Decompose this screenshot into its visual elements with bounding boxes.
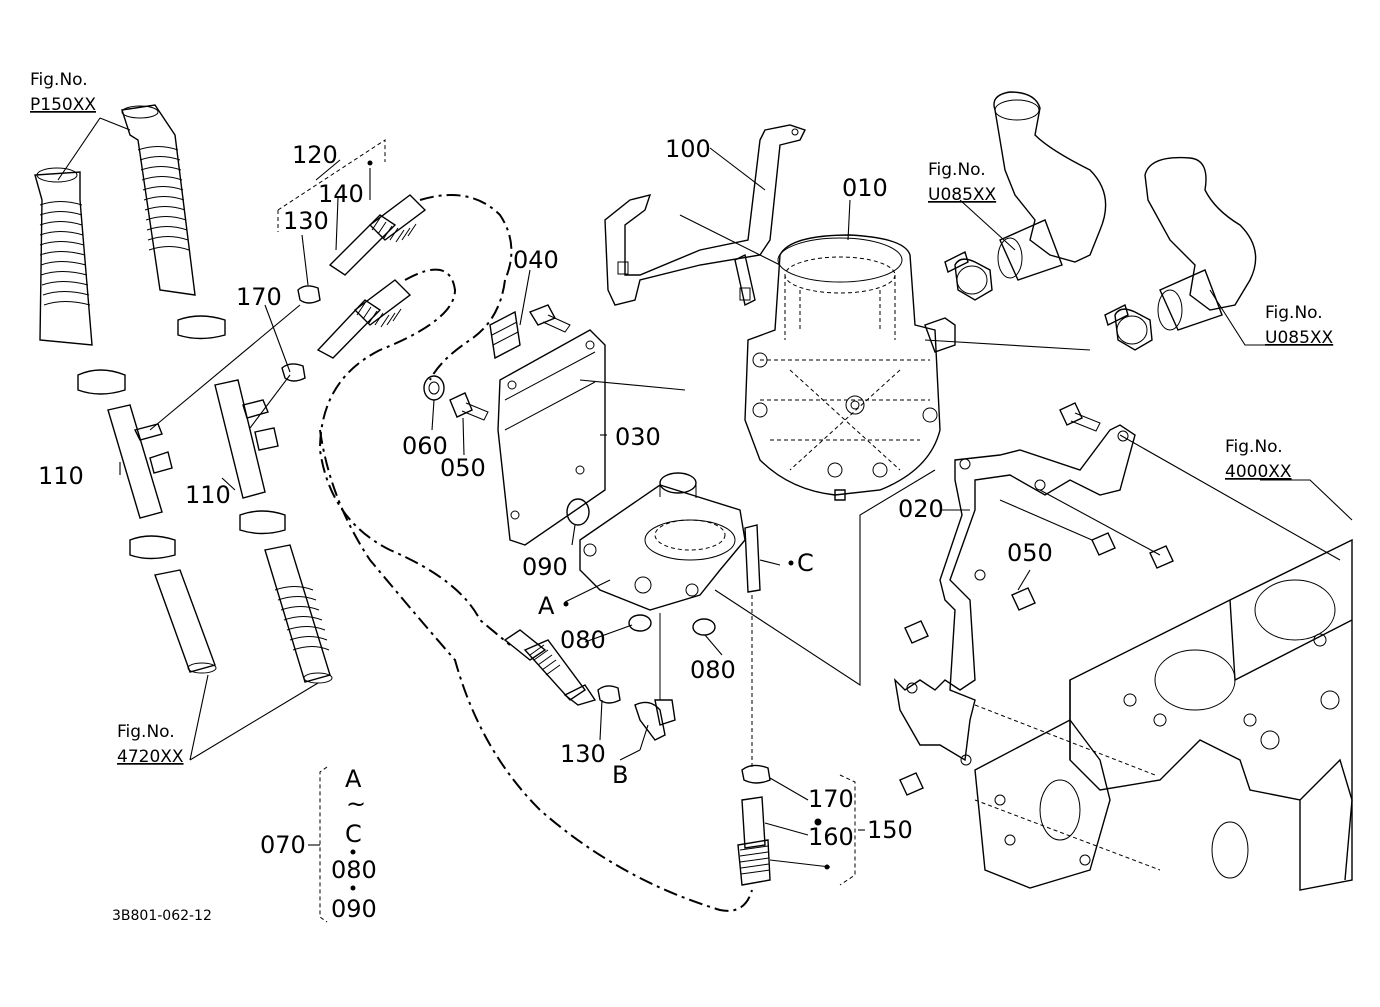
callout-100[interactable]: 100 <box>665 135 711 163</box>
callout-170-lower[interactable]: 170 <box>808 785 854 813</box>
callout-110-left[interactable]: 110 <box>38 462 84 490</box>
fig-ref-4000-code[interactable]: 4000XX <box>1225 462 1292 482</box>
callout-160[interactable]: 160 <box>808 823 854 851</box>
callout-010[interactable]: 010 <box>842 174 888 202</box>
bracket-020 <box>893 402 1174 796</box>
point-b-label[interactable]: B <box>612 761 628 789</box>
kit-070-number[interactable]: 070 <box>260 831 306 859</box>
callout-170-upper[interactable]: 170 <box>236 283 282 311</box>
callout-040[interactable]: 040 <box>513 246 559 274</box>
drain-hose-150 <box>503 595 856 886</box>
callout-150[interactable]: 150 <box>867 816 913 844</box>
fig-ref-p150-code[interactable]: P150XX <box>30 95 96 115</box>
fig-ref-u085-a-label: Fig.No. <box>928 160 986 180</box>
callout-060[interactable]: 060 <box>402 432 448 460</box>
bracket-100 <box>604 124 806 307</box>
point-c-label[interactable]: C <box>797 549 814 577</box>
breather-hose-assembly <box>277 139 753 912</box>
kit-range-end: C <box>345 820 362 848</box>
kit-item-090[interactable]: 090 <box>331 895 377 923</box>
callout-130-upper[interactable]: 130 <box>283 207 329 235</box>
callout-080-left[interactable]: 080 <box>560 626 606 654</box>
intake-hoses <box>944 91 1257 351</box>
point-a-label[interactable]: A <box>538 592 555 620</box>
fig-ref-u085-a-code[interactable]: U085XX <box>928 185 997 205</box>
callout-120[interactable]: 120 <box>292 141 338 169</box>
fig-ref-u085-b-code[interactable]: U085XX <box>1265 328 1334 348</box>
callout-030[interactable]: 030 <box>615 423 661 451</box>
callout-050-left[interactable]: 050 <box>440 454 486 482</box>
oil-separator-block <box>566 472 761 741</box>
fig-ref-4000-label: Fig.No. <box>1225 437 1283 457</box>
drawing-code: 3B801-062-12 <box>112 908 212 924</box>
fig-ref-4720-label: Fig.No. <box>117 722 175 742</box>
engine-block <box>974 538 1353 891</box>
left-hose-assembly <box>34 104 333 684</box>
breather-filter-010 <box>744 234 956 501</box>
plate-030 <box>423 304 606 546</box>
kit-range-start: A <box>345 765 362 793</box>
kit-070: 070 A ~ C 080 090 <box>260 765 377 923</box>
fig-ref-u085-b-label: Fig.No. <box>1265 303 1323 323</box>
kit-item-080[interactable]: 080 <box>331 856 377 884</box>
callout-090[interactable]: 090 <box>522 553 568 581</box>
kit-range-tilde: ~ <box>346 790 366 818</box>
callout-labels: Fig.No. P150XX Fig.No. U085XX Fig.No. U0… <box>30 70 1334 851</box>
callout-080-right[interactable]: 080 <box>690 656 736 684</box>
callout-020[interactable]: 020 <box>898 495 944 523</box>
callout-050-right[interactable]: 050 <box>1007 539 1053 567</box>
fig-ref-p150-label: Fig.No. <box>30 70 88 90</box>
svg-text:•: • <box>811 809 825 837</box>
callout-110-right[interactable]: 110 <box>185 481 231 509</box>
leader-lines <box>57 117 1353 870</box>
fig-ref-4720-code[interactable]: 4720XX <box>117 747 184 767</box>
callout-130-lower[interactable]: 130 <box>560 740 606 768</box>
callout-140[interactable]: 140 <box>318 180 364 208</box>
